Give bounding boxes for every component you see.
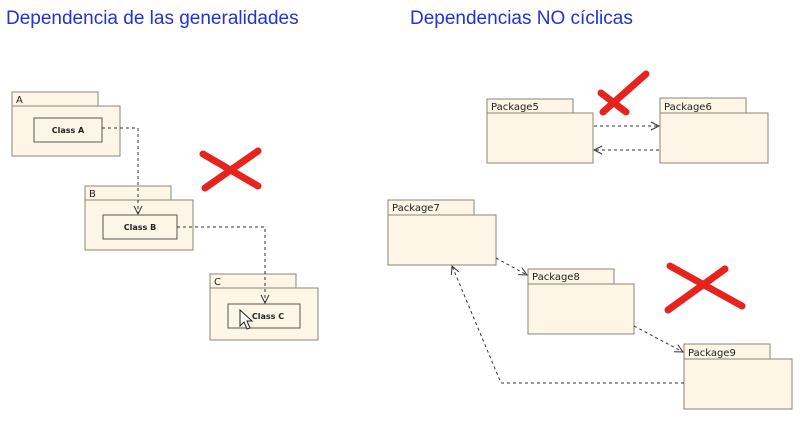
- package-a[interactable]: A Class A: [11, 91, 121, 157]
- dependency-b-to-c: [177, 226, 265, 303]
- package-a-label: A: [16, 95, 23, 106]
- package-b[interactable]: B Class B: [84, 185, 194, 251]
- right-title: Dependencias NO cíclicas: [410, 8, 633, 29]
- package6[interactable]: Package6: [659, 97, 769, 164]
- package6-label: Package6: [664, 102, 712, 113]
- package-c[interactable]: C Class C: [209, 273, 319, 341]
- dependency-a-to-b: [102, 127, 138, 214]
- package9-label: Package9: [688, 348, 736, 359]
- cross-icon-top: [597, 70, 650, 116]
- package8[interactable]: Package8: [527, 268, 635, 335]
- package7[interactable]: Package7: [387, 199, 497, 266]
- left-title: Dependencia de las generalidades: [6, 8, 299, 29]
- cross-icon: [199, 147, 262, 192]
- dependency-p9-to-p7: [452, 266, 684, 384]
- class-a-label: Class A: [52, 126, 85, 135]
- class-b-label: Class B: [124, 223, 156, 232]
- class-c-label: Class C: [252, 312, 284, 321]
- package9[interactable]: Package9: [683, 343, 793, 410]
- package5[interactable]: Package5: [486, 98, 594, 164]
- package7-label: Package7: [392, 203, 440, 214]
- package5-label: Package5: [491, 102, 539, 113]
- package-b-label: B: [89, 189, 96, 200]
- dependency-p7-to-p8: [495, 257, 527, 275]
- cursor-icon: [239, 308, 254, 330]
- cross-icon-bottom: [664, 262, 746, 314]
- package-c-label: C: [214, 277, 221, 288]
- package8-label: Package8: [532, 272, 580, 283]
- dependency-p8-to-p9: [633, 325, 683, 352]
